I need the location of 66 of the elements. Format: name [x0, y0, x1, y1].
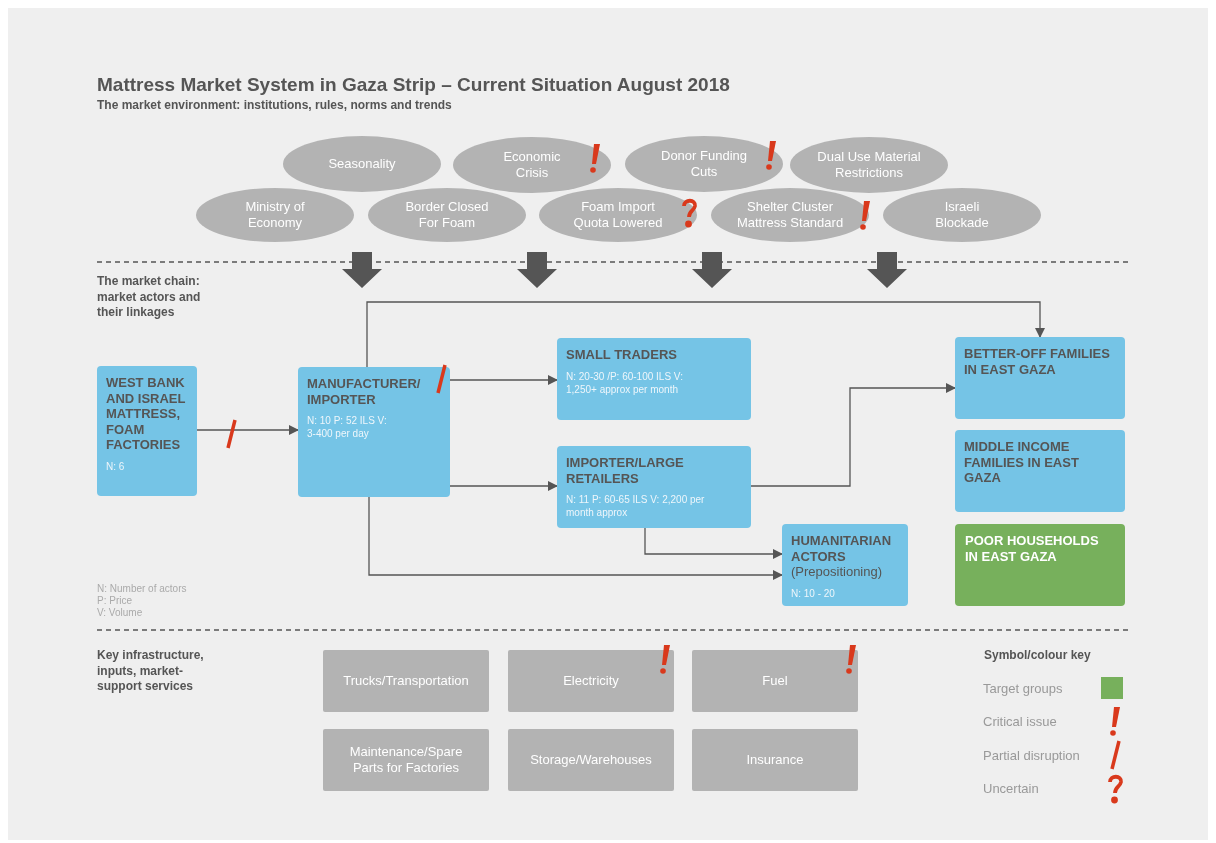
actor-box	[557, 338, 751, 420]
node-label: Seasonality	[328, 156, 396, 172]
actor-box	[955, 337, 1125, 419]
actor-box	[557, 446, 751, 528]
node-label: Shelter Cluster Mattress Standard	[735, 199, 845, 231]
node-label: Donor Funding Cuts	[660, 148, 748, 180]
section-heading: The market chain: market actors and their linkages	[97, 274, 202, 321]
service-box	[692, 650, 858, 712]
node-label: Fuel	[762, 673, 788, 689]
legend-label: Partial disruption	[983, 747, 1080, 763]
node-label: SMALL TRADERS	[566, 347, 678, 363]
node-label: Foam Import Quota Lowered	[572, 199, 664, 231]
actor-box	[955, 430, 1125, 512]
node-label: Storage/Warehouses	[530, 752, 652, 768]
node-label: HUMANITARIAN ACTORS	[791, 533, 893, 565]
node-label: Dual Use Material Restrictions	[816, 149, 922, 181]
arrow	[368, 496, 783, 580]
note-text: P: Price	[97, 594, 132, 607]
arrow	[196, 425, 299, 435]
node-label: Economic Crisis	[502, 149, 562, 181]
service-box	[692, 729, 858, 791]
node-label: Border Closed For Foam	[404, 199, 490, 231]
node-label: BETTER-OFF FAMILIES IN EAST GAZA	[964, 346, 1111, 378]
arrow	[750, 383, 956, 487]
node-label: Electricity	[563, 673, 619, 689]
note-text: N: Number of actors	[97, 582, 187, 595]
section-heading: The market environment: institutions, rules, norms and trends	[97, 98, 452, 114]
service-box	[508, 650, 674, 712]
node-label: MIDDLE INCOME FAMILIES IN EAST GAZA	[964, 439, 1080, 486]
node-label: IMPORTER/LARGE RETAILERS	[566, 455, 685, 487]
actor-box	[782, 524, 908, 606]
node-label: Trucks/Transportation	[343, 673, 469, 689]
stats-text: N: 11 P: 60-65 ILS V: 2,200 per month approx	[566, 493, 706, 520]
node-label: Maintenance/Spare Parts for Factories	[348, 744, 464, 776]
legend-label: Target groups	[983, 680, 1063, 696]
node-label: Israeli Blockade	[934, 199, 990, 231]
target-group-box	[955, 524, 1125, 606]
diagram-title: Mattress Market System in Gaza Strip – Current Situation August 2018	[97, 74, 730, 96]
block-arrow	[517, 252, 557, 288]
service-box	[508, 729, 674, 791]
stats-text: N: 10 P: 52 ILS V: 3-400 per day	[307, 414, 388, 441]
factor-ellipse	[711, 188, 869, 242]
service-box	[323, 729, 489, 791]
actor-box	[298, 367, 450, 497]
actor-box	[97, 366, 197, 496]
node-label: POOR HOUSEHOLDS IN EAST GAZA	[965, 533, 1100, 565]
section-heading: Key infrastructure, inputs, market-support services	[97, 648, 205, 695]
arrow	[449, 481, 558, 491]
legend-label: Uncertain	[983, 781, 1039, 796]
block-arrow	[867, 252, 907, 288]
node-label: WEST BANK AND ISRAEL MATTRESS, FOAM FACTORIES	[106, 375, 187, 453]
service-box	[323, 650, 489, 712]
node-label: Ministry of Economy	[244, 199, 306, 231]
block-arrow	[342, 252, 382, 288]
arrow	[449, 375, 558, 385]
node-label: (Prepositioning)	[791, 564, 884, 580]
block-arrow	[692, 252, 732, 288]
stats-text: N: 6	[106, 459, 126, 473]
legend-label: Critical issue	[983, 714, 1057, 729]
node-label: Insurance	[746, 752, 804, 768]
stats-text: N: 10 - 20	[791, 586, 836, 600]
arrow	[644, 527, 783, 559]
stats-text: N: 20-30 /P: 60-100 ILS V: 1,250+ approx per month	[566, 369, 684, 396]
arrow	[366, 301, 1045, 368]
legend-title: Symbol/colour key	[984, 648, 1091, 664]
note-text: V: Volume	[97, 606, 143, 619]
